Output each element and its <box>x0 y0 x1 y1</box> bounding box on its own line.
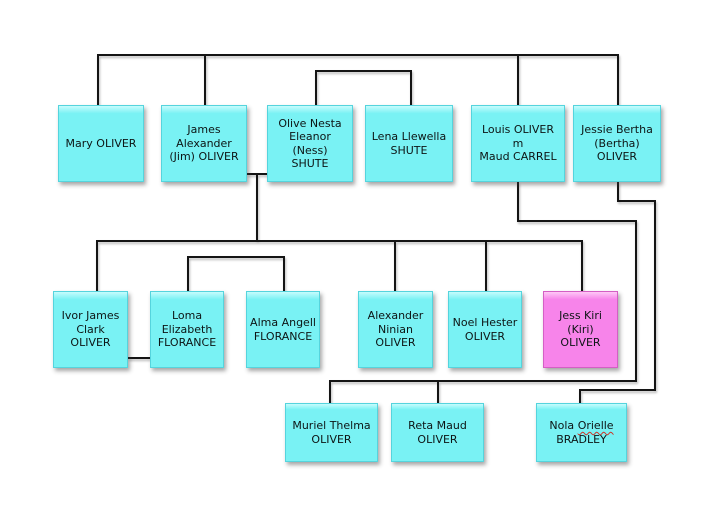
person-name-line: Loma <box>171 309 203 323</box>
connector-shute-siblings-bracket <box>315 70 412 105</box>
person-name-line: (Kiri) <box>567 322 594 336</box>
person-node-nola-orielle-bradley[interactable]: Nola Orielle BRADLEY <box>536 403 627 462</box>
person-name-line: Lena Llewella <box>371 130 447 143</box>
person-node-alexander-ninian-oliver[interactable]: Alexander Ninian OLIVER <box>358 291 433 368</box>
person-name-line: Olive Nesta <box>278 116 342 130</box>
person-name-line: Ninian <box>377 322 414 336</box>
person-name-line: OLIVER <box>596 150 638 164</box>
person-node-lena-llewella-shute[interactable]: Lena Llewella SHUTE <box>365 105 453 182</box>
person-name-line: FLORANCE <box>253 329 313 343</box>
person-first-name: Nola <box>549 419 575 432</box>
person-name-line: Jess Kiri <box>559 309 602 323</box>
person-name-line: OLIVER <box>417 432 458 446</box>
person-name-line: Ivor James <box>61 309 120 323</box>
person-name-line: (Bertha) <box>594 136 640 150</box>
connector-florance-siblings-bracket <box>187 256 285 291</box>
person-name-line: FLORANCE <box>157 336 217 350</box>
person-name-line: Alexander <box>367 309 424 323</box>
person-name-line: m <box>512 136 524 150</box>
person-name-line: Alma Angell <box>250 316 316 329</box>
person-name-line: Mary OLIVER <box>65 136 137 150</box>
person-name-line: (Jim) OLIVER <box>169 150 239 164</box>
person-name-line: BRADLEY <box>556 432 607 446</box>
person-name-line: Reta Maud <box>408 419 467 432</box>
person-node-muriel-thelma-oliver[interactable]: Muriel Thelma OLIVER <box>285 403 378 462</box>
connector-gen2-children-bracket <box>96 240 583 291</box>
person-name-line: James <box>187 123 221 137</box>
person-name-line: Louis OLIVER <box>481 123 555 137</box>
person-node-alma-angell-florance[interactable]: Alma Angell FLORANCE <box>246 291 320 368</box>
person-node-ivor-james-oliver[interactable]: Ivor James Clark OLIVER <box>53 291 128 368</box>
person-node-jess-kiri-oliver-highlighted[interactable]: Jess Kiri (Kiri) OLIVER <box>543 291 618 368</box>
person-node-reta-maud-oliver[interactable]: Reta Maud OLIVER <box>391 403 484 462</box>
person-name-line: OLIVER <box>70 336 111 350</box>
person-name-line: Jessie Bertha <box>581 123 653 137</box>
person-name-line: Clark <box>76 322 105 336</box>
connector-louis-children-bracket <box>329 182 637 403</box>
misspelled-word-underline: Orielle <box>577 419 614 432</box>
person-name-line: OLIVER <box>464 329 506 343</box>
person-name-line: OLIVER <box>560 336 601 350</box>
person-name-line: Muriel Thelma <box>292 419 371 432</box>
person-node-mary-oliver[interactable]: Mary OLIVER <box>58 105 144 182</box>
person-node-olive-nesta-shute[interactable]: Olive Nesta Eleanor (Ness) SHUTE <box>267 105 353 182</box>
person-name-line: Alexander <box>176 136 232 150</box>
person-name-line: SHUTE <box>390 143 428 157</box>
person-name-line: Nola Orielle <box>549 419 613 433</box>
person-node-louis-oliver-maud-carrel[interactable]: Louis OLIVER m Maud CARREL <box>471 105 565 182</box>
person-node-loma-elizabeth-florance[interactable]: Loma Elizabeth FLORANCE <box>150 291 224 368</box>
connector-jessie-to-nola <box>579 182 656 403</box>
person-node-james-alexander-oliver[interactable]: James Alexander (Jim) OLIVER <box>161 105 247 182</box>
person-node-noel-hester-oliver[interactable]: Noel Hester OLIVER <box>448 291 522 368</box>
connector-james-olive-marriage <box>247 173 267 241</box>
person-name-line: Elizabeth <box>161 322 213 336</box>
connector-oliver-siblings-bracket <box>97 54 619 105</box>
person-name-line: Noel Hester <box>452 316 518 329</box>
person-name-line: OLIVER <box>311 432 352 446</box>
person-name-line: Eleanor (Ness) <box>289 130 331 157</box>
person-name-line: SHUTE <box>291 157 329 170</box>
person-name-line: OLIVER <box>375 336 416 350</box>
person-name-line: Maud CARREL <box>479 150 557 164</box>
person-node-jessie-bertha-oliver[interactable]: Jessie Bertha (Bertha) OLIVER <box>573 105 661 182</box>
